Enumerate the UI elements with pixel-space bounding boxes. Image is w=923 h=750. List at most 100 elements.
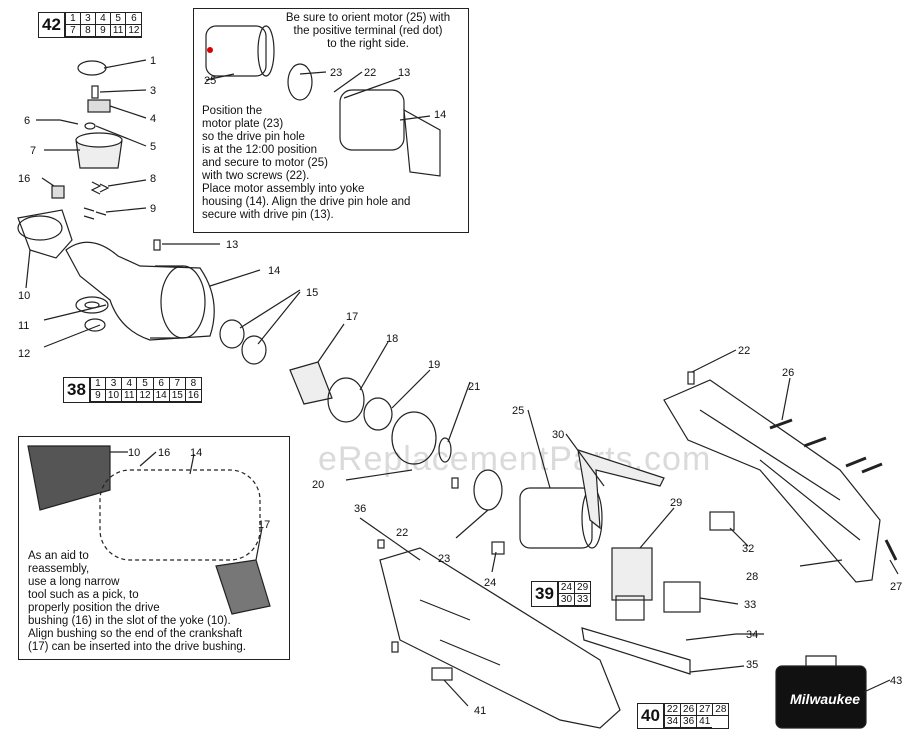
kit-39-table: 39 24 29 30 33: [531, 581, 592, 607]
kit-item: 24: [557, 582, 575, 594]
part-cap-1: [77, 60, 107, 76]
screw-22-top: [687, 371, 695, 385]
kit-item: 12: [136, 390, 153, 402]
kit-39-number: 39: [532, 582, 558, 606]
kit-item: 4: [94, 13, 110, 25]
reassembly-note: As an aid to reassembly, use a long narr…: [28, 550, 246, 653]
kit-item: 1: [89, 378, 105, 390]
kit-item: 5: [136, 378, 153, 390]
position-plate-note: Position the motor plate (23) so the dri…: [202, 105, 411, 221]
kit-40-number: 40: [638, 704, 664, 728]
kit-item: 7: [64, 25, 80, 37]
kit-item: 9: [89, 390, 105, 402]
callout-26: 26: [782, 367, 794, 379]
kit-42-number: 42: [39, 13, 65, 37]
kit-item: 1: [64, 13, 80, 25]
callout-11: 11: [18, 320, 29, 332]
part-housing-28: [663, 379, 881, 583]
part-handle-36: [379, 547, 621, 729]
callout-35: 35: [746, 659, 758, 671]
kit-item: 22: [663, 704, 681, 716]
inset-callout-10: 10: [128, 447, 140, 459]
kit-40-table: 40 22 26 27 28 34 36 41: [637, 703, 730, 729]
part-washer-11: [75, 296, 109, 314]
inset-callout-13: 13: [398, 67, 410, 79]
part-switch-29: [611, 547, 653, 601]
kit-item: 9: [94, 25, 110, 37]
callout-20: 20: [312, 479, 324, 491]
screw-26d: [861, 462, 883, 474]
part-case-43: [775, 665, 867, 729]
callout-43: 43: [890, 675, 902, 687]
callout-28: 28: [746, 571, 758, 583]
kit-item: 34: [663, 716, 681, 728]
callout-30: 30: [552, 429, 564, 441]
inset-callout-16: 16: [158, 447, 170, 459]
screw-36: [377, 539, 385, 549]
kit-item: 8: [184, 378, 201, 390]
callout-8: 8: [150, 173, 156, 185]
kit-item: 14: [152, 390, 169, 402]
kit-38-table: 38 1 3 4 5 6 7 8 9 10 11 12 14 15 16: [63, 377, 202, 403]
part-bracket-30: [577, 449, 665, 530]
part-yoke-10: [17, 209, 73, 259]
callout-22-lower: 22: [396, 527, 408, 539]
inset-callout-25: 25: [204, 75, 216, 87]
callout-13: 13: [226, 239, 238, 251]
callout-16: 16: [18, 173, 30, 185]
callout-32: 32: [742, 543, 754, 555]
part-yoke-housing-14: [65, 241, 215, 341]
part-pin-34: [685, 633, 737, 641]
callout-19: 19: [428, 359, 440, 371]
part-ring-gear-20: [391, 411, 437, 465]
callout-24: 24: [484, 577, 496, 589]
kit-item: 27: [696, 704, 713, 716]
part-crankshaft-17: [289, 361, 333, 405]
part-clip-32: [709, 511, 735, 531]
screw-26b: [803, 436, 827, 448]
callout-22-top: 22: [738, 345, 750, 357]
screw-26a: [769, 418, 793, 430]
callout-41: 41: [474, 705, 486, 717]
kit-item: 12: [125, 25, 142, 37]
callout-10: 10: [18, 290, 30, 302]
callout-1: 1: [150, 55, 156, 67]
kit-item: 11: [121, 390, 137, 402]
positive-terminal-dot: [207, 47, 213, 53]
kit-item: 5: [109, 13, 126, 25]
part-pin-3: [91, 85, 99, 99]
part-bearing-15b: [241, 335, 267, 365]
kit-38-number: 38: [64, 378, 90, 402]
kit-item: 33: [574, 594, 591, 606]
inset-callout-17: 17: [258, 519, 270, 531]
callout-3: 3: [150, 85, 156, 97]
part-bearing-15a: [219, 319, 245, 349]
screw-26c: [845, 456, 867, 468]
screw-22-lower: [451, 477, 459, 489]
part-motor-plate-23: [473, 469, 503, 511]
callout-18: 18: [386, 333, 398, 345]
part-clip-24: [491, 541, 505, 555]
orient-motor-note: Be sure to orient motor (25) with the po…: [285, 12, 451, 50]
inset-housing-14: [99, 469, 261, 561]
part-washer-21: [438, 437, 452, 463]
inset-motor-25: [205, 25, 267, 77]
kit-item: 6: [125, 13, 142, 25]
callout-12: 12: [18, 348, 30, 360]
part-rail-35: [581, 627, 691, 675]
kit-item: 3: [104, 378, 122, 390]
kit-item: 26: [680, 704, 697, 716]
callout-27: 27: [890, 581, 902, 593]
callout-29: 29: [670, 497, 682, 509]
kit-item: 16: [184, 390, 201, 402]
inset-crankshaft-17: [215, 559, 271, 615]
callout-33: 33: [744, 599, 756, 611]
inset-yoke-14: [339, 89, 405, 151]
part-ring-12: [84, 318, 106, 332]
inset-callout-14: 14: [434, 109, 446, 121]
callout-17: 17: [346, 311, 358, 323]
callout-9: 9: [150, 203, 156, 215]
brand-logo: Milwaukee: [790, 691, 860, 707]
part-spring-6: [59, 119, 79, 125]
kit-item: 30: [557, 594, 575, 606]
